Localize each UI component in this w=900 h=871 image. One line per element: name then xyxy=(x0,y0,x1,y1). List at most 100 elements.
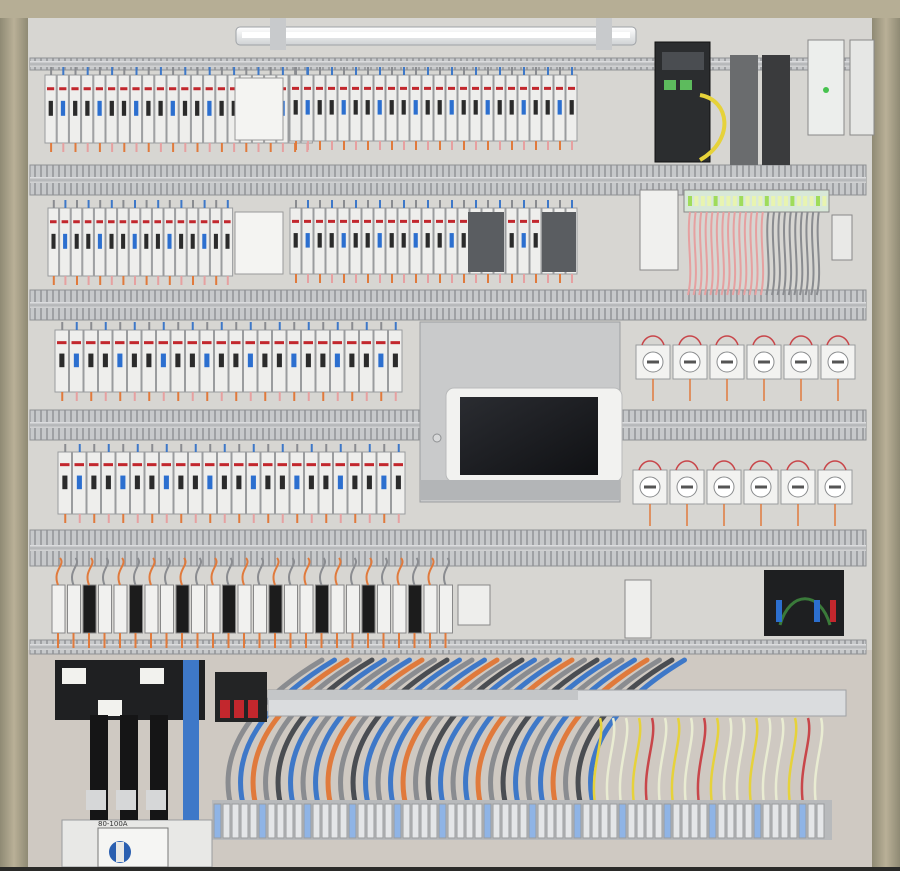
breaker-toggle xyxy=(305,353,311,368)
breaker-toggle xyxy=(401,100,406,115)
terminal-block xyxy=(321,803,330,839)
breaker-label-stripe xyxy=(60,463,70,467)
breaker-toggle xyxy=(105,475,111,490)
breaker-toggle xyxy=(59,353,65,368)
relay-terminal xyxy=(113,584,128,634)
terminal-block xyxy=(726,803,735,839)
terminal-block-strip xyxy=(212,800,832,840)
breaker-toggle xyxy=(521,100,526,115)
breaker-label-stripe xyxy=(321,463,331,467)
breaker-label-stripe xyxy=(303,341,313,345)
breaker-label-stripe xyxy=(352,86,359,90)
cabinet-frame-right xyxy=(872,0,900,867)
relay-terminal xyxy=(377,584,391,634)
breaker-toggle xyxy=(213,233,218,249)
plc-wire xyxy=(715,211,720,296)
junction-module-2 xyxy=(234,211,284,275)
selector-wire-loop xyxy=(641,335,665,346)
relay-wire-top xyxy=(396,557,404,586)
relay-terminal xyxy=(299,584,314,634)
terminal-block xyxy=(330,803,339,839)
breaker-label-stripe xyxy=(205,463,215,467)
tablet-screen xyxy=(460,397,598,475)
breaker-label-stripe xyxy=(144,87,152,91)
breaker-label-stripe xyxy=(388,219,395,223)
breaker-label-stripe xyxy=(544,86,551,90)
breaker-toggle xyxy=(146,353,152,368)
cable xyxy=(388,657,487,813)
contactor-dark xyxy=(468,212,504,272)
breaker-label-stripe xyxy=(118,463,128,467)
relay-terminal xyxy=(330,584,345,634)
breaker-label-stripe xyxy=(472,86,479,90)
breaker-toggle xyxy=(221,475,227,490)
plc-wire xyxy=(787,211,793,296)
breaker-label-stripe xyxy=(292,463,302,467)
relay-wire-top xyxy=(427,557,435,586)
breaker-label-stripe xyxy=(304,219,311,223)
breaker-toggle xyxy=(305,233,310,248)
breaker-row-2 xyxy=(47,200,234,285)
plc-wire xyxy=(815,211,821,296)
plc-led xyxy=(688,196,692,206)
terminal-block xyxy=(807,803,816,839)
terminal-block xyxy=(357,803,366,839)
breaker-toggle xyxy=(247,353,253,368)
plc-led xyxy=(764,196,769,206)
terminal-block xyxy=(456,803,465,839)
breaker-toggle xyxy=(305,100,310,115)
relay-terminal xyxy=(237,584,252,634)
selector-housing xyxy=(632,469,668,505)
breaker-label-stripe xyxy=(177,220,185,224)
breaker-label-stripe xyxy=(260,341,270,345)
breaker-label-stripe xyxy=(448,219,455,223)
breaker-toggle xyxy=(276,353,282,368)
relay-terminal xyxy=(346,584,360,634)
contactor-dark-2 xyxy=(542,212,576,272)
cable xyxy=(325,657,425,813)
terminal-block xyxy=(600,803,609,839)
breaker-toggle xyxy=(437,233,442,248)
relay-terminal xyxy=(284,584,298,634)
breaker-toggle xyxy=(291,353,297,368)
plc-wire xyxy=(709,211,714,296)
terminal-block xyxy=(465,803,474,839)
signal-wire xyxy=(696,717,707,811)
relay-wire-top xyxy=(55,557,63,586)
plc-wire xyxy=(799,211,804,296)
supply-cables xyxy=(86,660,199,820)
breaker-toggle xyxy=(102,353,108,368)
lower-horizontal-duct xyxy=(267,689,847,717)
relay-wire-top xyxy=(365,557,373,586)
cable xyxy=(425,657,525,813)
terminal-block xyxy=(645,803,654,839)
breaker-label-stripe xyxy=(181,87,189,91)
breaker-label-stripe xyxy=(144,341,154,345)
tablet-display xyxy=(419,321,623,503)
breaker-label-stripe xyxy=(412,86,419,90)
plc-wire xyxy=(687,211,692,296)
relay-terminal xyxy=(82,584,97,634)
cable xyxy=(288,657,387,813)
terminal-block xyxy=(609,803,618,839)
terminal-block xyxy=(555,803,564,839)
relay-terminal xyxy=(315,584,329,634)
breaker-label-stripe xyxy=(424,219,431,223)
relay-wire-top xyxy=(334,557,342,586)
selector-wire-loop xyxy=(826,335,850,346)
breaker-toggle xyxy=(377,233,382,248)
din-rail xyxy=(30,302,866,308)
plc-led xyxy=(739,196,744,206)
breaker-toggle xyxy=(97,233,102,249)
relay-wire-top xyxy=(443,557,450,586)
signal-wire xyxy=(748,717,759,811)
signal-wire xyxy=(592,717,603,811)
breaker-label-stripe xyxy=(95,87,103,91)
breaker-label-stripe xyxy=(219,463,229,467)
breaker-toggle xyxy=(121,233,126,249)
terminal-block xyxy=(213,803,222,839)
breaker-toggle xyxy=(109,233,114,249)
breaker-toggle xyxy=(497,100,502,115)
breaker-toggle xyxy=(158,100,163,116)
